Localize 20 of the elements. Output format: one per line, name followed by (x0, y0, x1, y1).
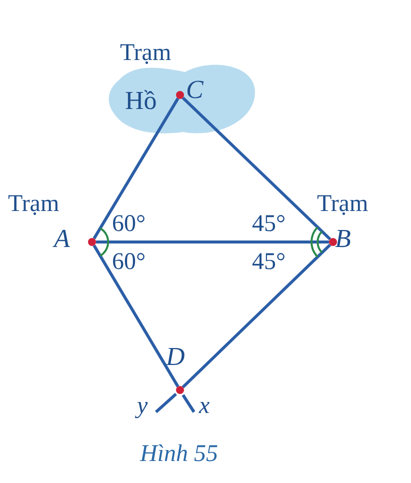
station-label: Trạm (8, 192, 60, 216)
point-label: B (335, 226, 351, 252)
point-label: D (166, 344, 185, 370)
figure-caption: Hình 55 (140, 442, 218, 466)
line-segment (182, 244, 332, 388)
angle-label: 60° (112, 212, 146, 236)
ray-label: y (137, 394, 148, 418)
lake-label: Hồ (125, 88, 157, 114)
station-label: Trạm (317, 192, 368, 216)
station-label: Trạm (120, 41, 172, 65)
angle-label: 60° (112, 250, 146, 274)
angle-label: 45° (252, 212, 286, 236)
point-label: A (54, 226, 70, 252)
angle-label: 45° (252, 250, 286, 274)
point-label: C (186, 77, 204, 103)
line-segment (96, 240, 329, 244)
line-segment (92, 98, 180, 240)
line-segment (182, 96, 332, 240)
ray-label: x (199, 394, 210, 418)
line-segment (92, 244, 180, 388)
